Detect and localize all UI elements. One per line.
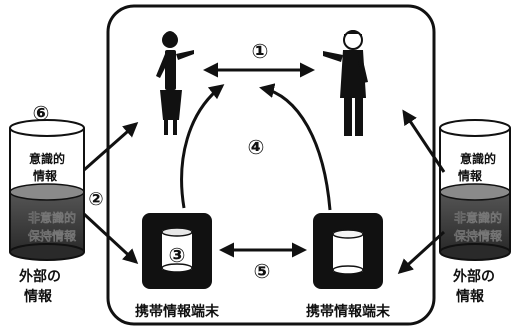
person-left-icon xyxy=(156,31,194,135)
external-right-line1: 外部の xyxy=(453,268,495,285)
arrow-left-cyl-to-terminal xyxy=(82,212,139,265)
terminal-right xyxy=(313,213,383,289)
marker-3: ③ xyxy=(169,243,186,267)
cylinder-left xyxy=(9,119,85,261)
external-right-line2: 情報 xyxy=(456,288,485,305)
cyl-right-bottom-line1: 非意識的 xyxy=(454,210,502,225)
terminal-left xyxy=(142,213,212,289)
cyl-right-bottom-line2: 保持情報 xyxy=(453,228,503,243)
external-left-line2: 情報 xyxy=(24,288,53,305)
marker-1: ① xyxy=(252,39,269,63)
cyl-right-top-line1: 意識的 xyxy=(460,151,496,166)
arrow-right-cyl-to-person xyxy=(402,109,446,173)
terminal-right-label: 携帯情報端末 xyxy=(306,303,391,320)
marker-2: ② xyxy=(88,189,103,210)
arrow-terminal-left-to-person-left xyxy=(180,84,225,209)
cylinder-right xyxy=(439,119,511,261)
external-left-line1: 外部の xyxy=(19,268,61,285)
arrow-left-cyl-to-person xyxy=(83,122,139,172)
cyl-right-top-line2: 情報 xyxy=(458,168,483,183)
marker-5: ⑤ xyxy=(254,259,271,283)
system-frame xyxy=(106,4,436,326)
arrow-terminal-right-to-person-left xyxy=(259,83,332,211)
marker-4: ④ xyxy=(248,135,265,159)
cyl-left-bottom-line2: 保持情報 xyxy=(27,228,77,243)
cyl-left-bottom-line1: 非意識的 xyxy=(28,210,76,225)
cyl-left-top-line2: 情報 xyxy=(33,168,58,183)
arrow-right-cyl-to-terminal xyxy=(397,230,446,275)
marker-6: ⑥ xyxy=(33,101,50,125)
cyl-left-top-line1: 意識的 xyxy=(29,151,65,166)
terminal-left-label: 携帯情報端末 xyxy=(135,303,220,320)
person-right-icon xyxy=(323,30,368,136)
